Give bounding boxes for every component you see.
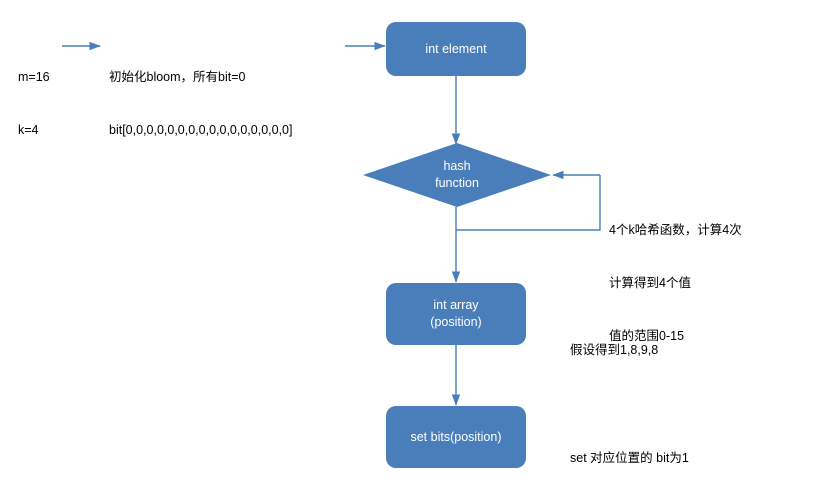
node-int-array[interactable]: int array (position) xyxy=(386,283,526,345)
params-line-m: m=16 xyxy=(18,69,50,84)
note-hash: 4个k哈希函数，计算4次 计算得到4个值 值的范围0-15 xyxy=(609,186,742,381)
params-block: m=16 k=4 xyxy=(18,33,50,175)
init-note-line1: 初始化bloom，所有bit=0 xyxy=(109,69,246,84)
node-int-array-label-line1: int array xyxy=(433,298,479,313)
note-setbits: set 对应位置的 bit为1 bit[0,1,0,0,0,0,0,0,1,1,… xyxy=(570,414,753,487)
init-note-line2: bit[0,0,0,0,0,0,0,0,0,0,0,0,0,0,0,0] xyxy=(109,122,293,137)
node-int-element-label: int element xyxy=(425,41,487,56)
params-line-k: k=4 xyxy=(18,122,39,137)
node-int-array-label-line2: (position) xyxy=(430,315,482,329)
note-hash-line3: 值的范围0-15 xyxy=(609,329,685,343)
node-set-bits[interactable]: set bits(position) xyxy=(386,406,526,468)
node-int-element[interactable]: int element xyxy=(386,22,526,76)
diamond-shape xyxy=(363,143,551,207)
note-hash-line2: 计算得到4个值 xyxy=(609,275,691,290)
edge-note-bracket xyxy=(456,175,601,231)
note-hash-line1: 4个k哈希函数，计算4次 xyxy=(609,222,742,237)
node-set-bits-label: set bits(position) xyxy=(410,429,502,444)
note-array-line1: 假设得到1,8,9,8 xyxy=(570,342,659,357)
init-note: 初始化bloom，所有bit=0 bit[0,0,0,0,0,0,0,0,0,0… xyxy=(109,33,292,175)
note-setbits-line1: set 对应位置的 bit为1 xyxy=(570,450,689,465)
note-array: 假设得到1,8,9,8 xyxy=(570,306,658,395)
node-hash-function[interactable]: hash function xyxy=(363,143,551,207)
